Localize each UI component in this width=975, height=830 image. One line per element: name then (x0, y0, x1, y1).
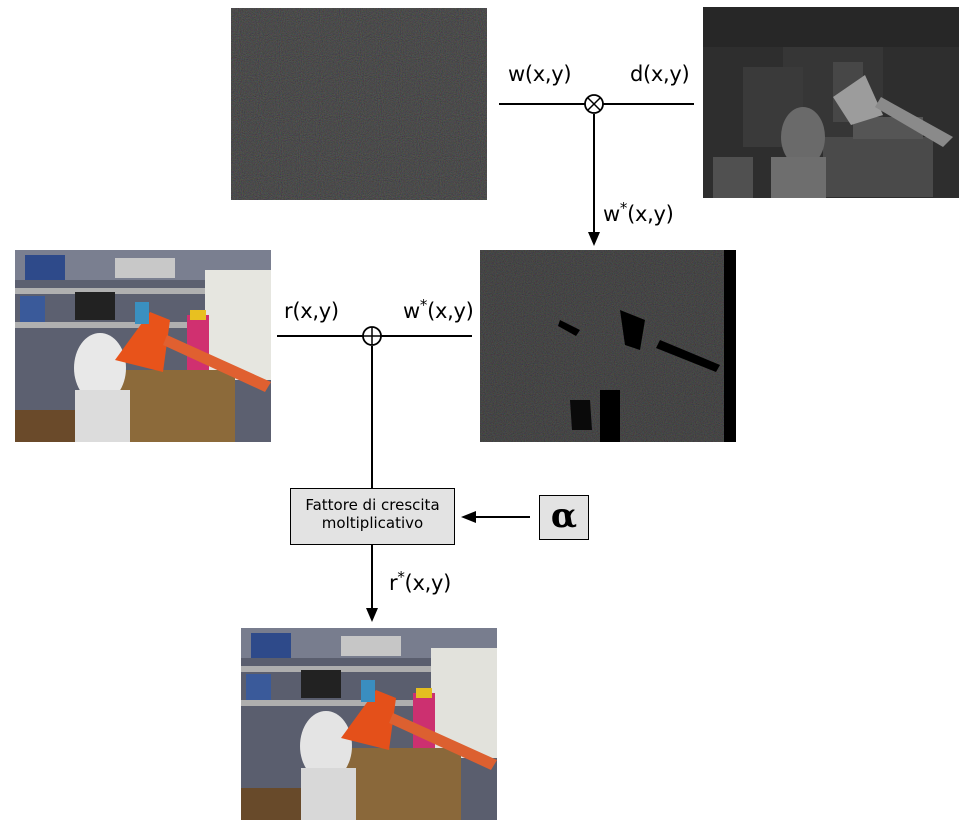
label-w-star-mid-args: (x,y) (427, 299, 474, 323)
top-arrowhead (588, 232, 600, 246)
label-r-star-sup: * (397, 568, 405, 586)
depth-map-image (703, 7, 959, 198)
growth-factor-box: Fattore di crescita moltiplicativo (290, 488, 455, 545)
label-w-star-mid-sup: * (419, 296, 428, 314)
multiply-operator (584, 94, 604, 114)
label-r-star: r*(x,y) (389, 568, 452, 595)
alpha-arrowhead (461, 511, 476, 523)
label-w-star-top-args: (x,y) (627, 202, 674, 226)
noise-image (231, 8, 487, 200)
weighted-noise-image (480, 250, 736, 442)
growth-factor-line1: Fattore di crescita (305, 496, 440, 514)
result-photo (241, 628, 497, 820)
label-d: d(x,y) (630, 62, 690, 86)
label-r-star-main: r (389, 571, 398, 595)
label-w-star-mid-main: w (403, 299, 420, 323)
label-w-star-top: w*(x,y) (603, 199, 674, 226)
bottom-arrowhead (366, 608, 378, 622)
original-photo (15, 250, 271, 442)
label-r: r(x,y) (284, 299, 339, 323)
growth-factor-line2: moltiplicativo (321, 514, 424, 532)
label-w-star-top-sup: * (619, 199, 628, 217)
label-r-star-args: (x,y) (404, 571, 452, 595)
add-operator (362, 326, 382, 346)
label-w-star-mid: w*(x,y) (403, 296, 474, 323)
label-w-star-top-main: w (603, 202, 620, 226)
label-w: w(x,y) (508, 62, 572, 86)
alpha-box: α (539, 495, 589, 540)
